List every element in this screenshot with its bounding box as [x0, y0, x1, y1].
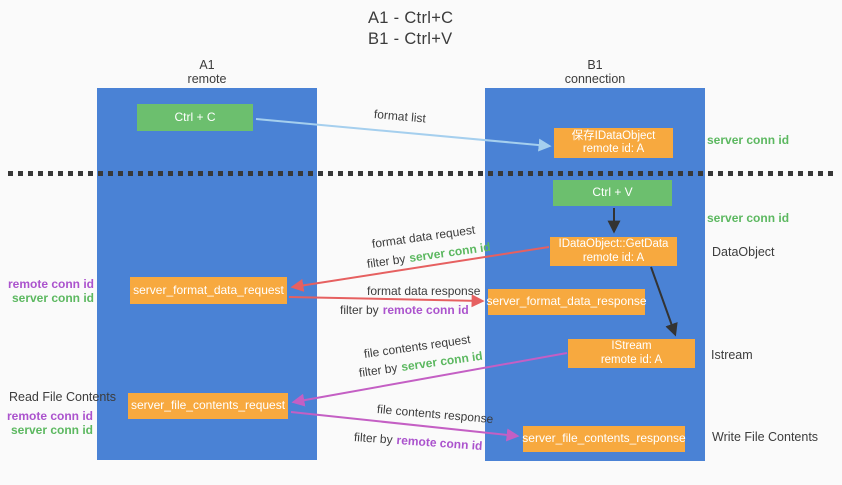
- side-label-remote-conn-id-1: remote conn id: [7, 277, 94, 291]
- label-format-data-response: format data response: [367, 284, 481, 298]
- filter-by-text: filter by: [358, 360, 399, 380]
- remote-conn-id-text: remote conn id: [382, 303, 469, 317]
- side-label-remote-conn-id-2: remote conn id: [6, 409, 93, 423]
- lane-a1-label: remote: [187, 72, 227, 86]
- node-idataobject-getdata-line1: IDataObject::GetData: [558, 238, 669, 250]
- node-server-file-contents-request-label: server_file_contents_request: [130, 398, 286, 413]
- node-server-format-data-response-label: server_format_data_response: [486, 294, 647, 309]
- title-line-1: A1 - Ctrl+C: [368, 9, 454, 27]
- side-label-conn-ids-bottom: remote conn id server conn id: [0, 409, 93, 437]
- side-label-server-conn-id-1: server conn id: [11, 291, 94, 305]
- lane-b1-id: B1: [587, 58, 603, 72]
- node-istream-line1: IStream: [611, 340, 652, 352]
- node-ctrl-c: Ctrl + C: [137, 104, 253, 131]
- side-label-dataobject: DataObject: [712, 245, 775, 259]
- node-server-file-contents-response-label: server_file_contents_response: [522, 431, 686, 446]
- node-save-idataobject-line2: remote id: A: [582, 143, 645, 155]
- side-label-server-conn-id-mid: server conn id: [707, 211, 790, 225]
- node-ctrl-c-label: Ctrl + C: [174, 109, 216, 124]
- lane-header-b1: B1 connection: [485, 58, 705, 86]
- node-server-format-data-request-label: server_format_data_request: [133, 282, 284, 297]
- node-istream: IStream remote id: A: [568, 339, 695, 368]
- node-server-file-contents-request: server_file_contents_request: [128, 393, 288, 419]
- filter-by-text: filter by: [353, 430, 394, 447]
- filter-by-text: filter by: [340, 303, 379, 317]
- node-idataobject-getdata: IDataObject::GetData remote id: A: [550, 237, 677, 266]
- filter-by-text: filter by: [366, 251, 407, 271]
- node-server-format-data-request: server_format_data_request: [130, 277, 287, 304]
- lane-b1-label: connection: [564, 72, 626, 86]
- node-server-file-contents-response: server_file_contents_response: [522, 426, 686, 452]
- diagram-title: A1 - Ctrl+C B1 - Ctrl+V: [368, 8, 453, 50]
- session-divider-dotted-line: [8, 171, 838, 176]
- label-format-list: format list: [373, 107, 427, 126]
- node-save-idataobject: 保存IDataObject remote id: A: [554, 128, 673, 158]
- title-line-2: B1 - Ctrl+V: [368, 30, 453, 48]
- node-save-idataobject-line1: 保存IDataObject: [571, 129, 656, 142]
- side-label-istream: Istream: [711, 348, 753, 362]
- node-ctrl-v: Ctrl + V: [553, 180, 672, 206]
- side-label-write-file-contents: Write File Contents: [712, 430, 819, 444]
- side-label-read-file-contents: Read File Contents: [9, 390, 117, 404]
- remote-conn-id-text: remote conn id: [396, 432, 483, 453]
- node-server-format-data-response: server_format_data_response: [486, 289, 647, 315]
- lane-header-a1: A1 remote: [97, 58, 317, 86]
- label-file-contents-response: file contents response: [376, 402, 494, 427]
- side-label-server-conn-id-2: server conn id: [10, 423, 93, 437]
- node-idataobject-getdata-line2: remote id: A: [582, 251, 645, 264]
- side-label-conn-ids-top: remote conn id server conn id: [0, 277, 94, 305]
- node-istream-line2: remote id: A: [600, 353, 663, 366]
- lane-a1-id: A1: [199, 58, 215, 72]
- node-ctrl-v-label: Ctrl + V: [592, 185, 633, 200]
- side-label-server-conn-id-top: server conn id: [707, 133, 790, 147]
